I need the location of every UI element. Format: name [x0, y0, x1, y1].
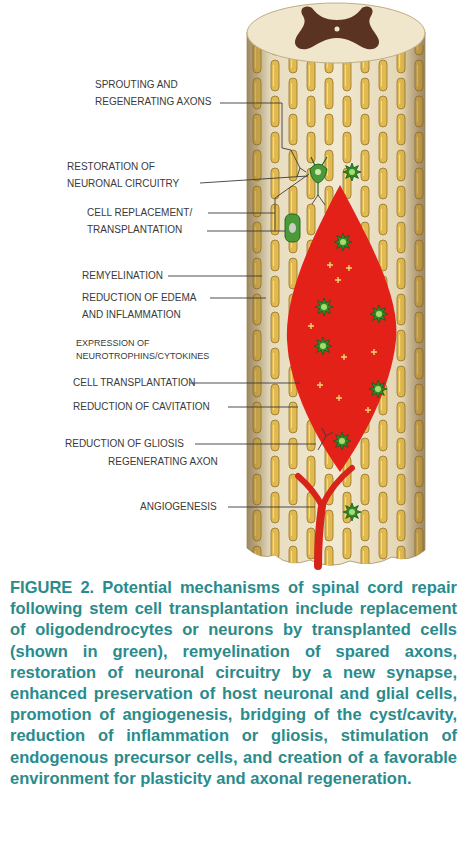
- axon-sprout: [291, 150, 306, 177]
- neurotrophin: [336, 395, 342, 401]
- axon-sprout: [312, 195, 325, 205]
- neurotrophin: [335, 277, 341, 283]
- callout-label: CELL REPLACEMENT/ TRANSPLANTATION: [87, 205, 212, 238]
- stem-cell: [333, 432, 351, 450]
- oligodendrocyte: [285, 214, 300, 242]
- leader-line: [200, 176, 308, 183]
- neurotrophin: [365, 407, 371, 413]
- white-matter: [247, 3, 425, 63]
- vessel-branch: [322, 468, 352, 506]
- central-canal: [335, 27, 340, 32]
- transplanted-cells: [285, 157, 388, 521]
- stem-cell: [334, 233, 352, 251]
- leader-line: [168, 276, 262, 277]
- neurotrophin: [371, 349, 377, 355]
- cord-shading: [247, 0, 425, 575]
- stem-cell: [369, 380, 387, 398]
- leader-line: [228, 507, 315, 508]
- neurotrophin: [317, 382, 323, 388]
- stem-cell: [370, 305, 388, 323]
- neuron-processes: [311, 157, 327, 196]
- callout-label: EXPRESSION OF NEUROTROPHINS/CYTOKINES: [76, 337, 226, 363]
- callout-label: REMYELINATION: [82, 268, 163, 285]
- neurotrophin: [346, 265, 352, 271]
- stem-cell: [343, 503, 361, 521]
- callout-label: REDUCTION OF CAVITATION: [73, 399, 210, 416]
- callout-label: SPROUTING AND REGENERATING AXONS: [95, 77, 220, 110]
- leader-line: [228, 407, 298, 408]
- leader-lines: [168, 103, 316, 507]
- lesion-cavity: [287, 185, 397, 472]
- neurotrophin: [341, 354, 347, 360]
- leader-line: [210, 298, 266, 299]
- callout-label: ANGIOGENESIS: [140, 499, 217, 516]
- gray-matter: [295, 6, 379, 49]
- leader-bracket: [207, 174, 309, 231]
- callout-label: CELL TRANSPLANTATION: [73, 375, 195, 392]
- callout-label: REDUCTION OF EDEMA AND INFLAMMATION: [82, 290, 207, 323]
- lesion: [287, 185, 397, 472]
- vessel-branch: [298, 476, 322, 506]
- leader-line: [195, 444, 316, 445]
- regenerating-axon: [318, 428, 333, 450]
- blood-vessel: [298, 468, 352, 566]
- neuron-body: [310, 164, 327, 183]
- leader-line: [190, 383, 300, 384]
- stem-cell: [314, 337, 332, 355]
- neuron-nucleus: [315, 169, 321, 175]
- callout-label: REDUCTION OF GLIOSIS: [65, 436, 184, 453]
- stem-cell: [315, 298, 333, 316]
- callout-label: REGENERATING AXON: [108, 454, 218, 471]
- figure-caption: FIGURE 2. Potential mechanisms of spinal…: [10, 577, 457, 789]
- vessel-trunk: [318, 506, 322, 566]
- cord-body: [247, 0, 425, 575]
- neurotrophin-particles: [308, 262, 377, 413]
- neurotrophin: [327, 262, 333, 268]
- neurotrophin: [308, 323, 314, 329]
- cord-cross-section: [247, 3, 425, 63]
- leader-line: [220, 103, 291, 150]
- callout-label: RESTORATION OF NEURONAL CIRCUITRY: [67, 159, 192, 192]
- stem-cell: [343, 163, 361, 181]
- oligodendrocyte-nucleus: [289, 223, 296, 233]
- sprouting-axons: [291, 150, 333, 450]
